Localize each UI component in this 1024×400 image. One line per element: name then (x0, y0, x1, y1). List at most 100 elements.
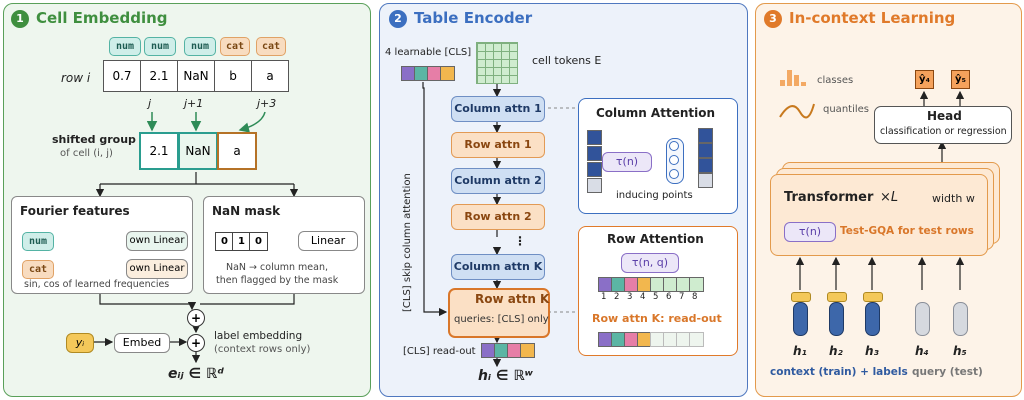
skip-column-label: [CLS] skip column attention (402, 173, 413, 312)
final-row-attention-sub: queries: [CLS] only (454, 314, 549, 325)
column-label: j+3 (257, 97, 277, 110)
readout-label: [CLS] read-out (403, 346, 476, 357)
class-bar (801, 82, 806, 86)
test-gqa-label: Test-GQA for test rows (840, 225, 974, 237)
row-index: 3 (627, 292, 633, 302)
row-cell: 0.7 (103, 60, 141, 92)
mask-bit: 0 (249, 232, 268, 251)
inducing-points-caption: inducing points (616, 190, 693, 201)
nan-caption-line2: then flagged by the mask (216, 275, 339, 286)
head-title: Head (927, 109, 962, 123)
cell-embedding-output: eᵢⱼ ∈ ℝᵈ (168, 366, 224, 382)
fourier-caption: sin, cos of learned frequencies (24, 279, 170, 290)
type-tag-num: num (144, 37, 176, 56)
label-embedding-text: label embedding (214, 330, 303, 342)
final-row-attention-block (448, 288, 550, 338)
readout-title: Row attn K: read-out (592, 312, 722, 325)
inducing-point (669, 155, 679, 165)
row-index: 6 (666, 292, 672, 302)
type-tag-cat: cat (22, 260, 54, 279)
context-row-token (793, 302, 808, 336)
panel-number: 2 (389, 10, 407, 28)
nan-linear-layer: Linear (298, 231, 358, 251)
class-bar (787, 70, 792, 86)
panel-number: 1 (11, 10, 29, 28)
label-token (863, 292, 883, 302)
token-label: h₃ (865, 344, 879, 358)
token-label: h₂ (829, 344, 843, 358)
context-label: context (train) + labels (770, 366, 908, 378)
tau-gate: τ(n) (602, 152, 652, 172)
final-row-attention-title: Row attn K (475, 292, 550, 306)
head-subtitle: classification or regression (880, 126, 1007, 137)
column-cell (587, 146, 602, 161)
column-cell (587, 130, 602, 145)
label-token (827, 292, 847, 302)
type-tag-num: num (22, 232, 54, 251)
prediction-output: ŷ₄ (915, 70, 934, 89)
sum-node: + (187, 309, 205, 327)
class-bar (794, 75, 799, 86)
token-label: h₄ (915, 344, 929, 358)
context-row-token (865, 302, 880, 336)
row-cell: a (251, 60, 289, 92)
token-label: h₅ (953, 344, 967, 358)
column-cell (587, 178, 602, 193)
layer-count: ×L (880, 190, 899, 205)
row-cell: b (214, 60, 252, 92)
class-bar (780, 80, 785, 86)
row-token (689, 277, 704, 292)
query-row-token (915, 302, 930, 336)
quantiles-label: quantiles (823, 104, 869, 115)
readout-row-token (689, 332, 704, 347)
panel-title: In-context Learning (789, 9, 956, 27)
label-token (791, 292, 811, 302)
label-token: yᵢ (66, 333, 94, 353)
type-tag-num: num (109, 37, 141, 56)
linear-layer: own Linear (126, 259, 188, 279)
panel-number: 3 (764, 10, 782, 28)
query-row-token (953, 302, 968, 336)
cell-tokens-label: cell tokens E (532, 54, 602, 67)
width-label: width w (932, 192, 975, 205)
tau-gate: τ(n, q) (621, 253, 679, 273)
shifted-group-title: shifted group (52, 133, 136, 146)
context-row-token (829, 302, 844, 336)
type-tag-cat: cat (220, 37, 250, 56)
cls-label: 4 learnable [CLS] (385, 47, 472, 58)
linear-layer: own Linear (126, 231, 188, 251)
token-label: h₁ (793, 344, 807, 358)
column-attention-title: Column Attention (596, 106, 716, 120)
row-index: 8 (692, 292, 698, 302)
row-index: 7 (679, 292, 685, 302)
column-label: j+1 (184, 97, 204, 110)
shifted-cell: 2.1 (139, 132, 179, 170)
column-cell (698, 143, 713, 158)
nan-mask-title: NaN mask (212, 204, 281, 218)
shifted-group-subtitle: of cell (i, j) (60, 148, 113, 159)
row-index: 1 (601, 292, 607, 302)
fourier-title: Fourier features (20, 204, 130, 218)
column-cell (587, 162, 602, 177)
column-attention-block: Column attn 2 (451, 168, 545, 194)
inducing-point (669, 169, 679, 179)
sum-node: + (187, 334, 205, 352)
panel-title: Cell Embedding (36, 9, 168, 27)
tau-gate: τ(n) (784, 222, 836, 242)
column-attention-block: Column attn 1 (451, 96, 545, 122)
row-index: 4 (640, 292, 646, 302)
ellipsis: ⋮ (514, 234, 526, 248)
row-cell: 2.1 (140, 60, 178, 92)
column-cell (698, 173, 713, 188)
cls-token (440, 66, 455, 81)
table-encoder-output: hᵢ ∈ ℝʷ (478, 368, 533, 384)
row-attention-block: Row attn 1 (451, 132, 545, 158)
column-attention-block: Column attn K (451, 254, 545, 280)
row-attention-title: Row Attention (607, 232, 704, 246)
panel-title: Table Encoder (414, 9, 533, 27)
row-index: 5 (653, 292, 659, 302)
row-label: row i (61, 71, 91, 85)
row-cell: NaN (177, 60, 215, 92)
row-attention-block: Row attn 2 (451, 204, 545, 230)
query-label: query (test) (912, 366, 983, 378)
